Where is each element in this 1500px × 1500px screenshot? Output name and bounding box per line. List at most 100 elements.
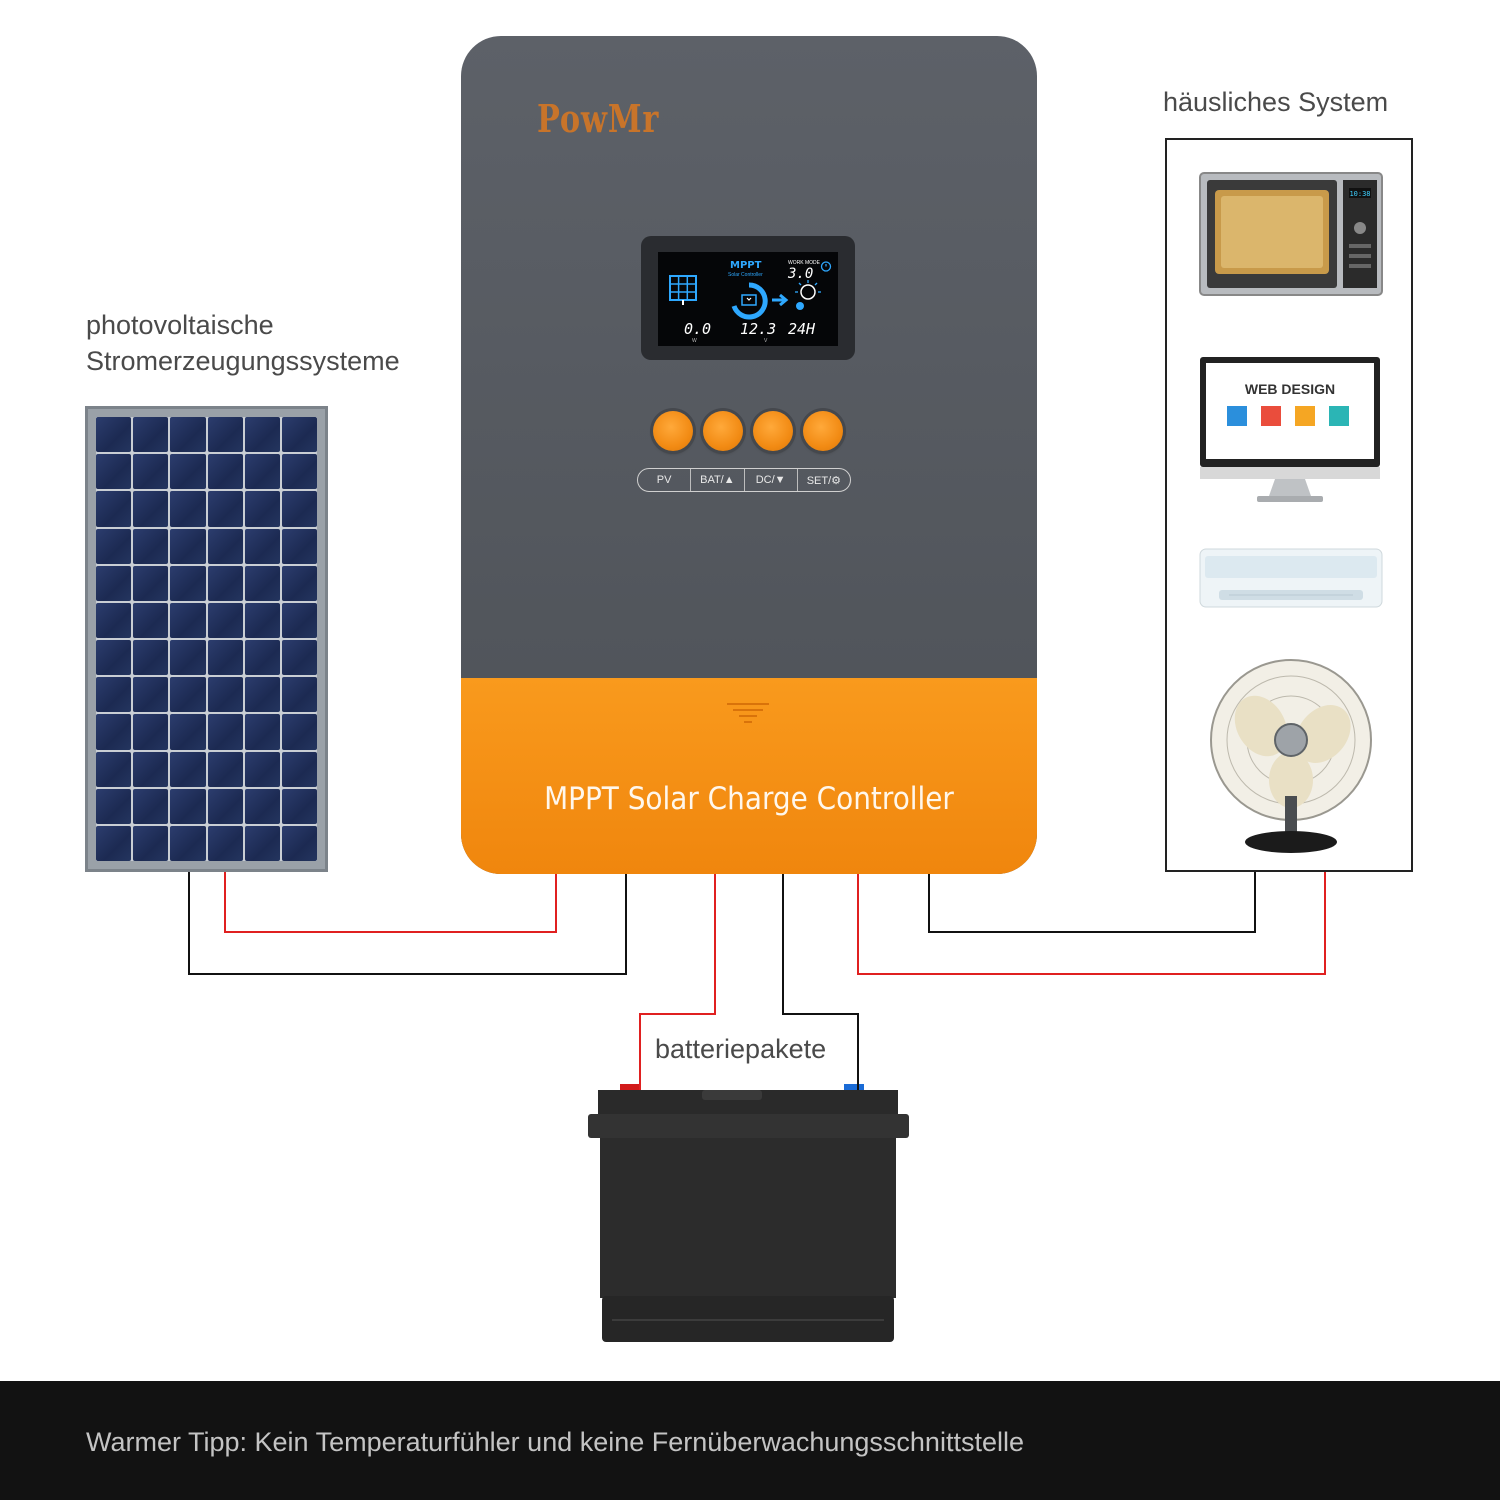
solar-cell xyxy=(133,677,169,713)
solar-cell xyxy=(96,677,132,713)
solar-cell xyxy=(133,417,169,453)
lcd-display: MPPT Solar Controller WORK MODE 3.0 xyxy=(658,252,838,346)
solar-cell xyxy=(207,491,243,527)
lcd-pv-value: 0.0 xyxy=(684,320,712,338)
charge-controller: PowMr MPPT Solar Controller WORK MODE 3.… xyxy=(461,36,1037,874)
footer-bar xyxy=(0,1381,1500,1500)
solar-cell xyxy=(244,640,280,676)
solar-cell xyxy=(170,454,206,490)
controller-title: MPPT Solar Charge Controller xyxy=(544,781,954,817)
load-bulb-icon xyxy=(795,280,821,310)
solar-cell xyxy=(281,417,317,453)
solar-cell xyxy=(133,528,169,564)
solar-cell-grid xyxy=(96,417,317,861)
bat-up-button[interactable] xyxy=(703,411,743,451)
solar-cell xyxy=(133,825,169,861)
solar-cell xyxy=(96,417,132,453)
home-appliances-box: 10:38 WEB DESIGN xyxy=(1165,138,1413,872)
solar-cell xyxy=(96,528,132,564)
wire-pv-positive xyxy=(224,872,557,933)
solar-cell xyxy=(96,640,132,676)
solar-cell xyxy=(281,602,317,638)
footer-tip: Warmer Tipp: Kein Temperaturfühler und k… xyxy=(86,1427,1024,1457)
lcd-header: MPPT xyxy=(730,260,762,271)
home-system-label: häusliches System xyxy=(1163,87,1389,117)
lcd-frame: MPPT Solar Controller WORK MODE 3.0 xyxy=(641,236,855,360)
lcd-battery-value: 12.3 xyxy=(740,320,777,338)
solar-cell xyxy=(281,640,317,676)
lcd-battery-unit: V xyxy=(764,338,768,344)
solar-cell xyxy=(244,454,280,490)
vent-arrow-icon xyxy=(727,703,769,723)
solar-cell xyxy=(96,454,132,490)
solar-cell xyxy=(207,640,243,676)
solar-cell xyxy=(133,788,169,824)
solar-cell xyxy=(96,491,132,527)
solar-cell xyxy=(281,491,317,527)
wire-pv-negative xyxy=(188,872,627,975)
dc-down-button[interactable] xyxy=(753,411,793,451)
solar-cell xyxy=(207,565,243,601)
microwave-icon: 10:38 xyxy=(1199,172,1383,296)
solar-cell xyxy=(244,677,280,713)
solar-cell xyxy=(281,528,317,564)
solar-cell xyxy=(170,491,206,527)
solar-panel xyxy=(85,406,328,872)
lcd-mode-label: WORK MODE xyxy=(788,260,820,266)
solar-cell xyxy=(170,640,206,676)
brand-logo: PowMr xyxy=(537,96,660,141)
solar-cell xyxy=(96,714,132,750)
solar-cell xyxy=(244,825,280,861)
bat-button-label: BAT/▲ xyxy=(691,469,745,491)
dc-button-label: DC/▼ xyxy=(745,469,798,491)
solar-cell xyxy=(281,677,317,713)
computer-monitor-icon: WEB DESIGN xyxy=(1200,357,1380,502)
solar-cell xyxy=(244,602,280,638)
solar-cell xyxy=(133,565,169,601)
solar-cell xyxy=(170,528,206,564)
solar-cell xyxy=(170,565,206,601)
solar-cell xyxy=(133,751,169,787)
set-button[interactable] xyxy=(803,411,843,451)
battery-gauge-icon xyxy=(731,282,768,320)
solar-cell xyxy=(170,602,206,638)
wire-load-positive xyxy=(857,872,1326,975)
solar-cell xyxy=(96,751,132,787)
pv-button[interactable] xyxy=(653,411,693,451)
solar-cell xyxy=(244,528,280,564)
alarm-clock-icon xyxy=(820,261,832,272)
solar-cell xyxy=(170,677,206,713)
lcd-solar-icon xyxy=(669,275,697,305)
solar-cell xyxy=(244,491,280,527)
solar-cell xyxy=(207,788,243,824)
solar-cell xyxy=(207,454,243,490)
solar-cell xyxy=(281,714,317,750)
solar-cell xyxy=(133,491,169,527)
solar-cell xyxy=(96,565,132,601)
wire-load-negative xyxy=(928,872,1256,933)
solar-cell xyxy=(244,751,280,787)
pv-label-line1: photovoltaische xyxy=(86,310,274,340)
solar-cell xyxy=(133,714,169,750)
battery-label: batteriepakete xyxy=(655,1034,827,1064)
flow-arrow-icon xyxy=(772,294,789,306)
pv-button-label: PV xyxy=(638,469,692,491)
solar-cell xyxy=(170,788,206,824)
desk-fan-icon xyxy=(1210,659,1372,853)
solar-cell xyxy=(281,565,317,601)
pv-label: photovoltaische Stromerzeugungssysteme xyxy=(86,307,400,379)
lcd-subheader: Solar Controller xyxy=(728,272,763,278)
solar-cell xyxy=(207,417,243,453)
solar-cell xyxy=(207,528,243,564)
solar-cell xyxy=(96,788,132,824)
solar-cell xyxy=(170,825,206,861)
solar-cell xyxy=(133,602,169,638)
solar-cell xyxy=(207,751,243,787)
lcd-pv-unit: W xyxy=(692,338,697,344)
set-button-label: SET/⚙ xyxy=(806,474,842,487)
solar-cell xyxy=(244,417,280,453)
air-conditioner-icon xyxy=(1199,548,1383,608)
solar-cell xyxy=(133,640,169,676)
solar-cell xyxy=(96,602,132,638)
solar-cell xyxy=(281,751,317,787)
